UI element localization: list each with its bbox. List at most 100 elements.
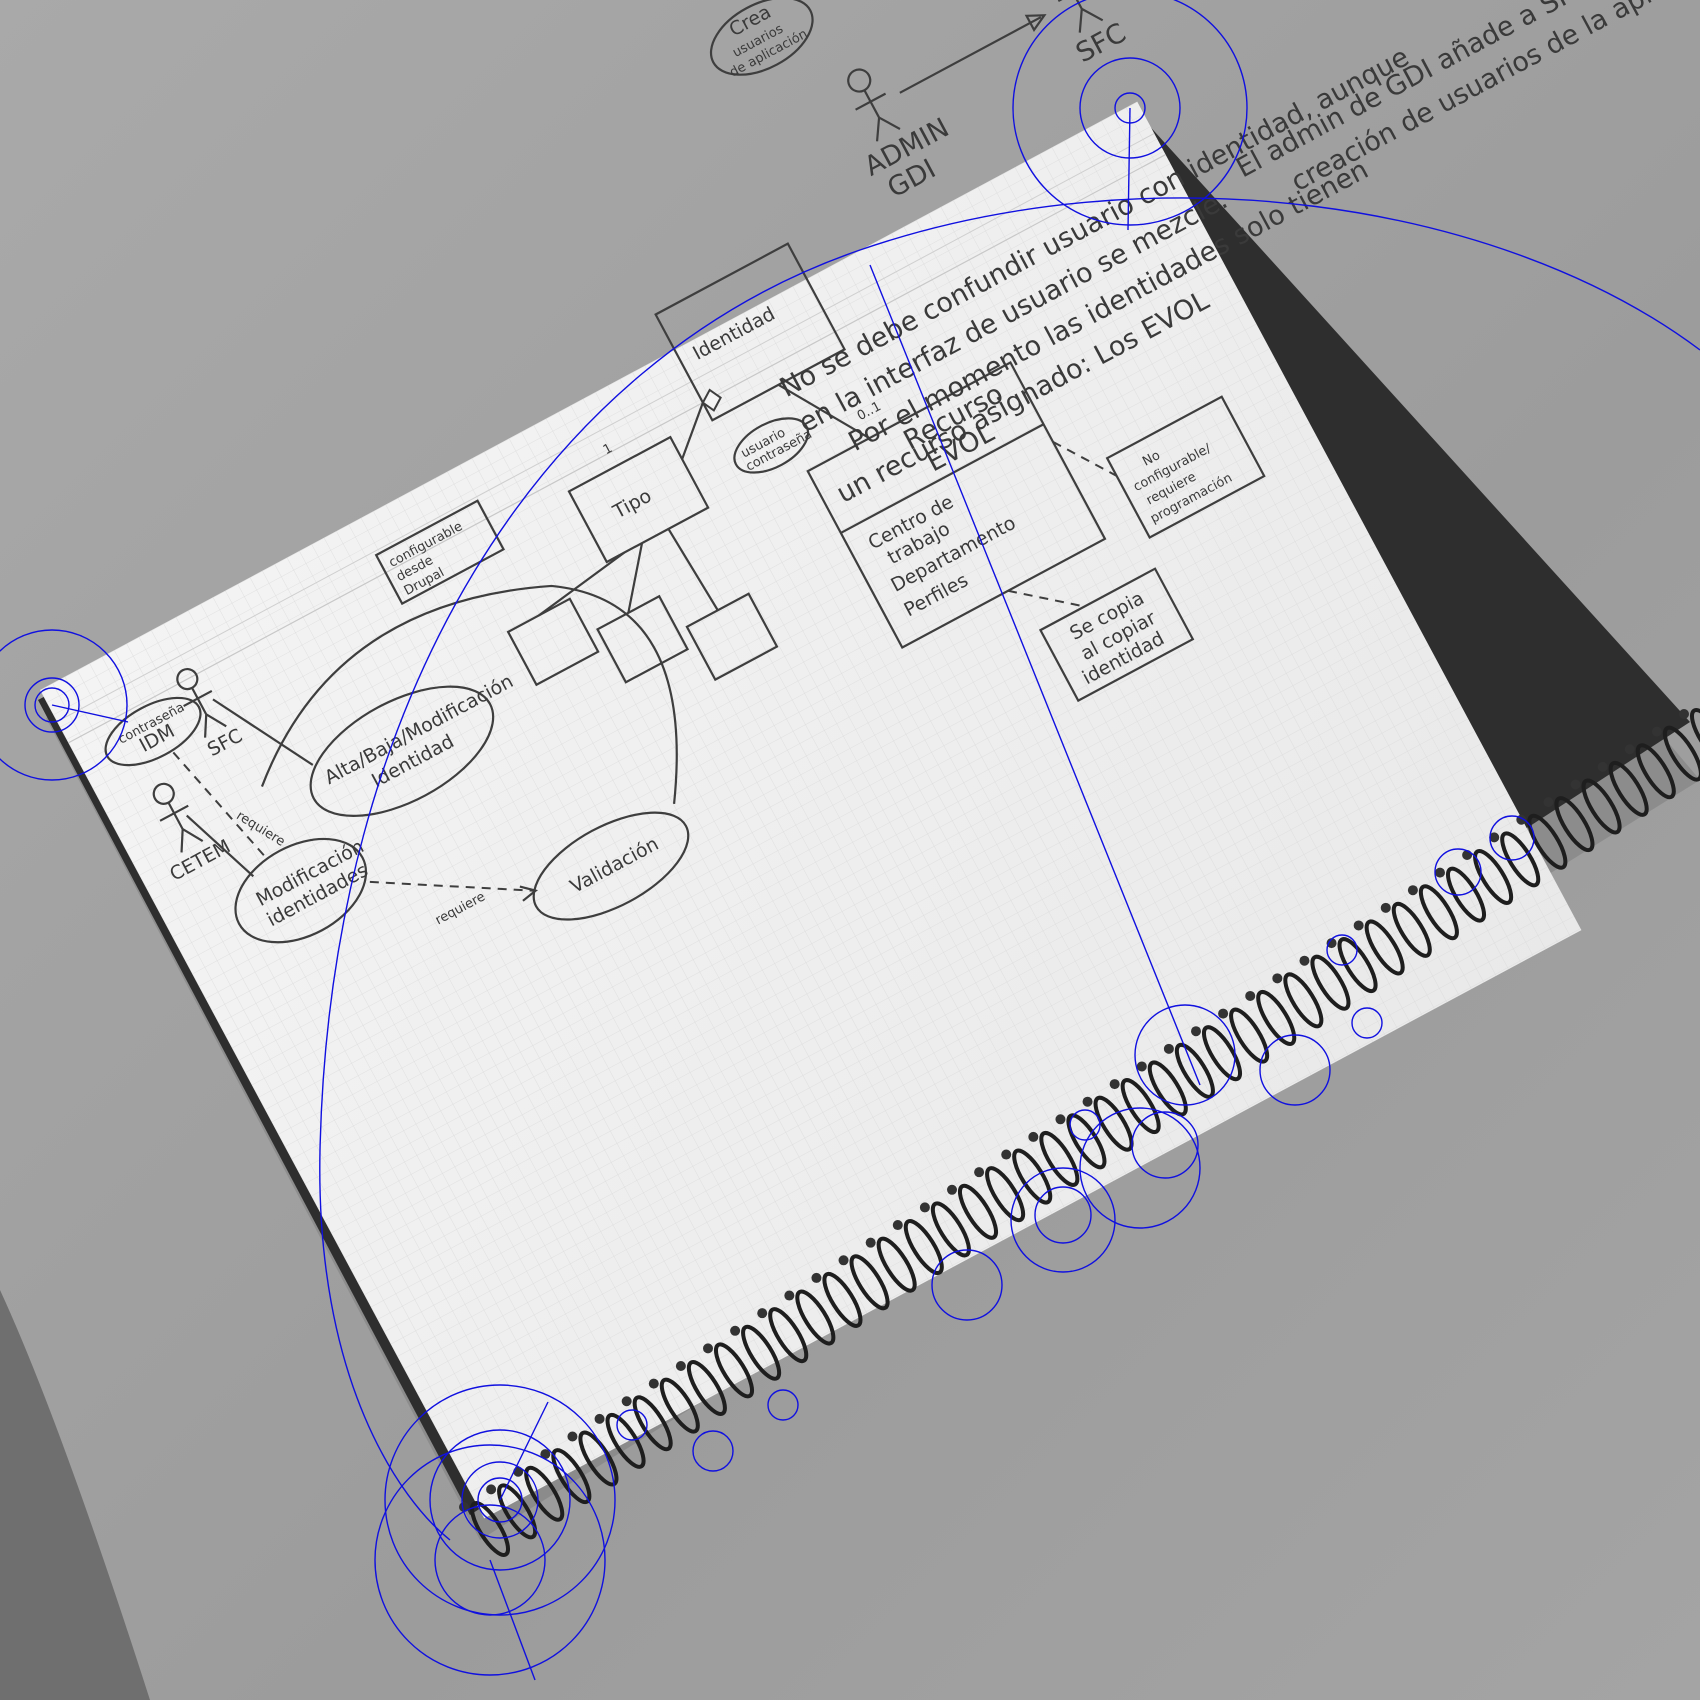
spiral-hole bbox=[730, 1325, 741, 1336]
spiral-hole bbox=[1679, 709, 1689, 719]
class-tipo bbox=[567, 435, 710, 564]
spiral-coil bbox=[930, 1201, 971, 1258]
association-identidad-recurso bbox=[777, 383, 870, 440]
spiral-hole bbox=[1570, 779, 1581, 790]
spiral-hole bbox=[1543, 797, 1554, 808]
spiral-coil bbox=[1500, 831, 1541, 888]
spiral-hole bbox=[459, 1502, 469, 1512]
assoc-cetem-modif bbox=[186, 814, 255, 878]
usecase-modificacion-identidades bbox=[234, 837, 368, 944]
spiral-coil bbox=[1310, 954, 1351, 1011]
class-divider bbox=[840, 423, 1045, 534]
spiral-coil bbox=[551, 1448, 592, 1505]
spiral-coil bbox=[1527, 813, 1568, 870]
dep-requiere-2 bbox=[369, 880, 534, 892]
overlay-large-arc bbox=[319, 197, 1700, 1541]
spiral-coil bbox=[1689, 708, 1700, 764]
note-c1-1: No bbox=[1140, 448, 1163, 470]
spiral-hole bbox=[567, 1431, 578, 1442]
spiral-coil bbox=[1039, 1130, 1080, 1187]
spiral-coil bbox=[985, 1166, 1026, 1223]
aggregation-tipo-identidad bbox=[681, 402, 704, 460]
spiral-hole bbox=[1163, 1043, 1174, 1054]
spiral-binding bbox=[459, 708, 1700, 1557]
generalization-lines bbox=[538, 528, 719, 617]
spiral-coil bbox=[1120, 1078, 1161, 1135]
spiral-coil bbox=[1473, 848, 1514, 905]
usecase-alta-baja bbox=[309, 685, 495, 817]
usecase-usuario-contrasena bbox=[733, 417, 810, 474]
spiral-coil bbox=[741, 1324, 782, 1381]
overlay-keypoints-spiral bbox=[616, 815, 1535, 1472]
spiral-coil bbox=[497, 1483, 538, 1540]
spiral-coil bbox=[795, 1289, 836, 1346]
note-configurable-drupal bbox=[374, 499, 506, 606]
notebook-page: CETEM SFC contraseña IDM Modificación id… bbox=[40, 0, 1582, 1519]
spiral-hole bbox=[1597, 761, 1608, 772]
note-c1-link bbox=[1052, 440, 1118, 477]
spiral-coil bbox=[1662, 725, 1700, 782]
spiral-hole bbox=[1082, 1096, 1093, 1107]
overlay-keypoint-left bbox=[0, 629, 129, 781]
spiral-hole bbox=[1489, 832, 1500, 843]
spiral-coil bbox=[1174, 1042, 1215, 1099]
overlay-keypoint-top bbox=[1012, 0, 1248, 231]
spiral-coil bbox=[1229, 1007, 1270, 1064]
spiral-hole bbox=[1191, 1026, 1201, 1037]
spiral-coil bbox=[1147, 1060, 1188, 1117]
spiral-coil bbox=[659, 1377, 700, 1434]
spiral-hole bbox=[947, 1184, 957, 1195]
spiral-hole bbox=[1272, 973, 1283, 984]
spiral-hole bbox=[1380, 902, 1391, 913]
spiral-coil bbox=[605, 1412, 646, 1469]
spiral-coil bbox=[713, 1342, 755, 1399]
arrowhead bbox=[1024, 14, 1047, 32]
note-no-configurable bbox=[1105, 395, 1266, 540]
table-edge-shadow bbox=[0, 1290, 150, 1700]
spiral-coil bbox=[1418, 884, 1459, 941]
spiral-coil bbox=[1201, 1025, 1243, 1082]
spiral-coil bbox=[1445, 866, 1487, 923]
spiral-coil bbox=[957, 1183, 999, 1240]
spiral-hole bbox=[621, 1396, 632, 1407]
spiral-hole bbox=[703, 1343, 713, 1354]
spiral-hole bbox=[838, 1255, 849, 1266]
spiral-hole bbox=[648, 1378, 659, 1389]
spiral-hole bbox=[1326, 938, 1337, 949]
spiral-hole bbox=[865, 1237, 876, 1248]
spiral-coil bbox=[632, 1395, 673, 1452]
spiral-hole bbox=[1651, 726, 1662, 737]
spiral-hole bbox=[1218, 1008, 1229, 1019]
spiral-hole bbox=[1245, 990, 1256, 1001]
spiral-coil bbox=[524, 1465, 565, 1522]
usecase-crea-usuarios bbox=[709, 0, 814, 76]
spiral-coil bbox=[686, 1360, 727, 1417]
spiral-hole bbox=[919, 1202, 930, 1213]
assoc-sfc-alta bbox=[212, 698, 314, 766]
spiral-hole bbox=[1136, 1061, 1147, 1072]
spiral-hole bbox=[1299, 955, 1310, 966]
boundary-curve bbox=[260, 584, 678, 804]
subclass-box-1 bbox=[506, 597, 600, 687]
spiral-hole bbox=[1028, 1131, 1039, 1142]
spiral-hole bbox=[1407, 885, 1418, 896]
dep-requiere-1 bbox=[172, 751, 268, 859]
spiral-hole bbox=[811, 1272, 822, 1283]
spiral-hole bbox=[1109, 1079, 1120, 1090]
spiral-coil bbox=[1391, 901, 1432, 958]
spiral-hole bbox=[594, 1413, 605, 1424]
usecase-validacion bbox=[532, 811, 690, 921]
spiral-coil bbox=[849, 1254, 890, 1311]
spiral-hole bbox=[974, 1167, 985, 1178]
spiral-coil bbox=[768, 1307, 809, 1364]
spiral-hole bbox=[1435, 867, 1445, 878]
admin-to-sfc-arrow bbox=[899, 16, 1042, 94]
spiral-hole bbox=[1624, 744, 1635, 755]
spiral-coil bbox=[1283, 972, 1324, 1029]
spiral-coil bbox=[903, 1219, 944, 1276]
spiral-coil bbox=[876, 1236, 917, 1293]
spiral-coil bbox=[1256, 989, 1297, 1046]
